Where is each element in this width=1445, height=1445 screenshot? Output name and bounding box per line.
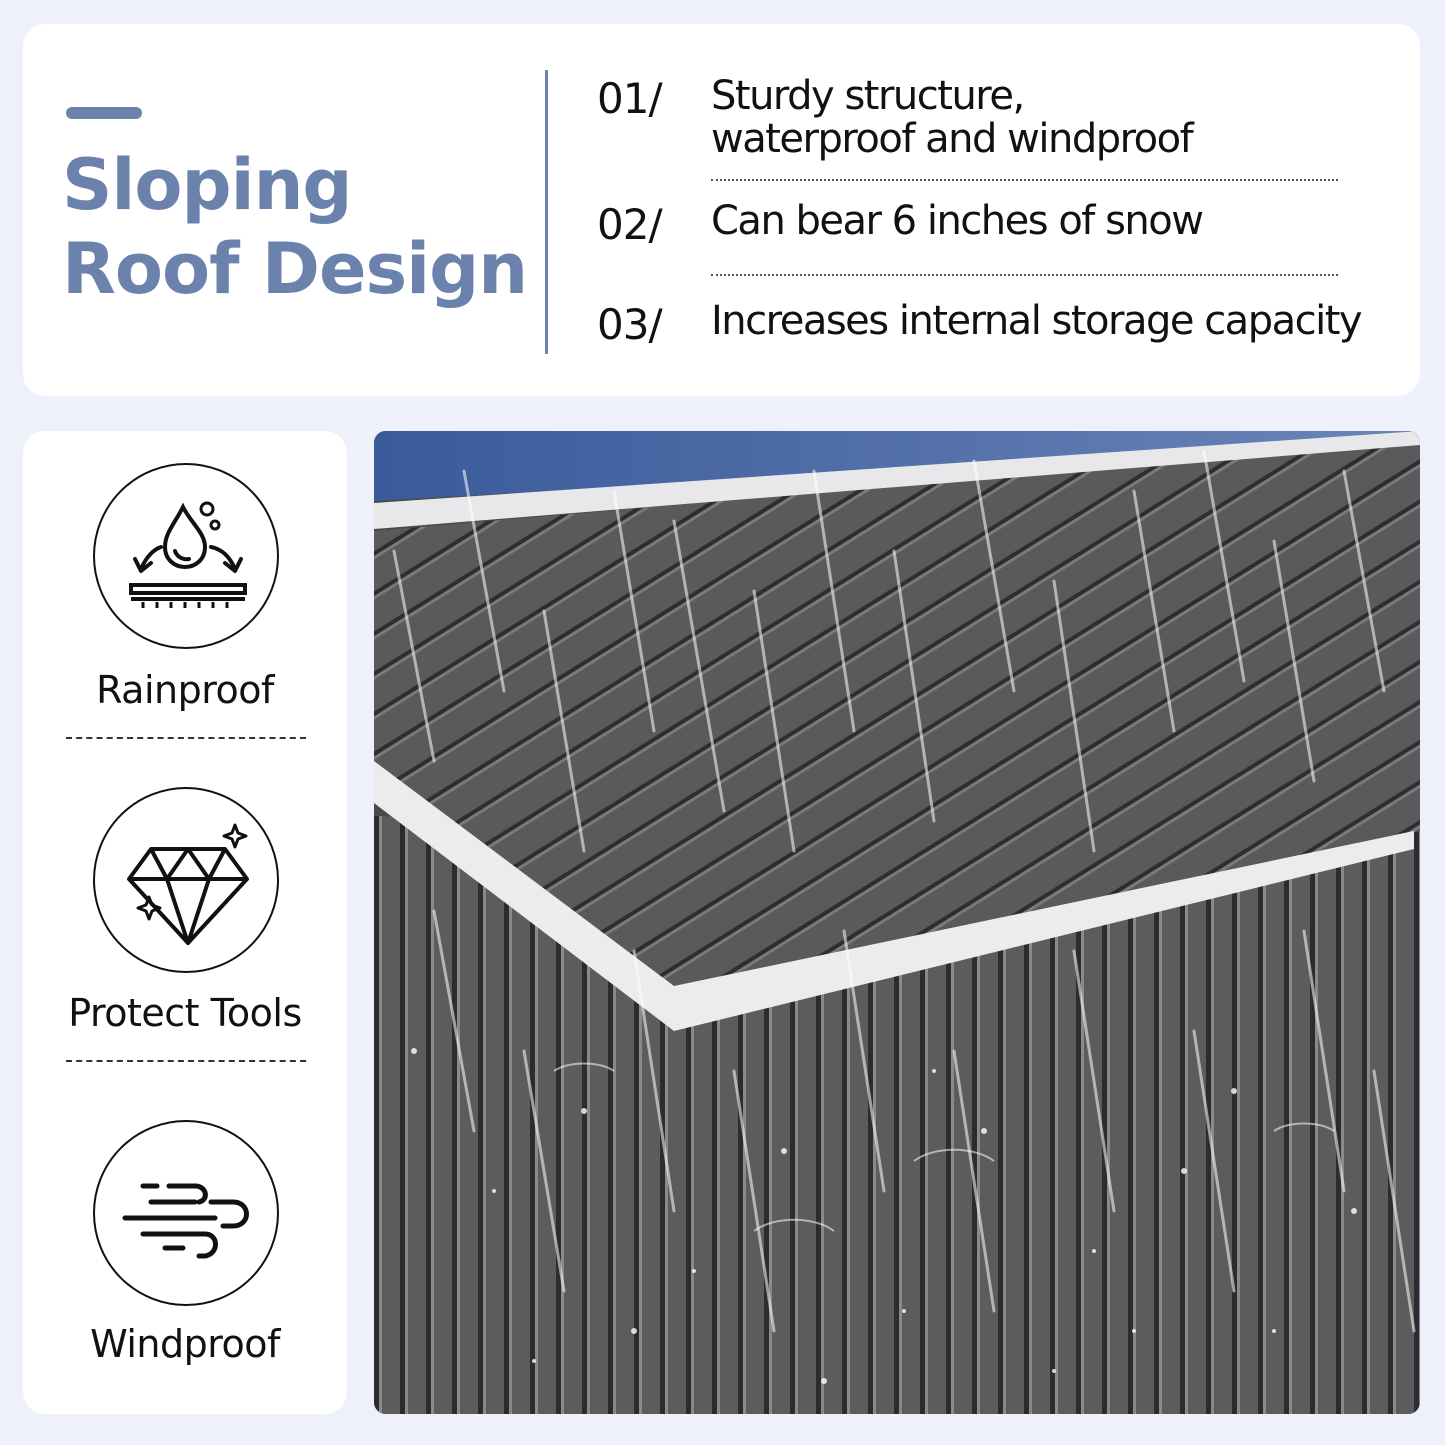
page-title: Sloping Roof Design <box>62 143 532 311</box>
badge-label-rainproof: Rainproof <box>96 668 274 712</box>
wind-icon <box>122 1183 249 1259</box>
water-drop-icon <box>129 501 247 608</box>
feature-text-1b: waterproof and windproof <box>711 116 1194 162</box>
roof-photo <box>374 431 1420 1414</box>
feature-number-3: 03/ <box>597 300 663 349</box>
dashed-divider <box>66 737 306 739</box>
dotted-divider <box>711 179 1338 181</box>
feature-text-2: Can bear 6 inches of snow <box>711 198 1204 244</box>
feature-text-3: Increases internal storage capacity <box>711 298 1363 344</box>
feature-number-1: 01/ <box>597 74 663 123</box>
windproof-badge <box>93 1120 279 1306</box>
badge-label-windproof: Windproof <box>90 1322 280 1366</box>
protect-tools-badge <box>93 787 279 973</box>
title-line-1: Sloping <box>62 144 353 226</box>
diamond-icon <box>127 823 249 945</box>
badge-label-protect-tools: Protect Tools <box>68 991 302 1035</box>
title-line-2: Roof Design <box>62 228 528 310</box>
dashed-divider <box>66 1060 306 1062</box>
divider-vertical <box>545 70 548 354</box>
feature-number-2: 02/ <box>597 200 663 249</box>
accent-bar <box>66 107 142 119</box>
roof-rain-image <box>374 431 1420 1414</box>
info-card <box>23 24 1420 396</box>
feature-text-1a: Sturdy structure, <box>711 73 1025 119</box>
dotted-divider <box>711 274 1338 276</box>
rainproof-badge <box>93 463 279 649</box>
